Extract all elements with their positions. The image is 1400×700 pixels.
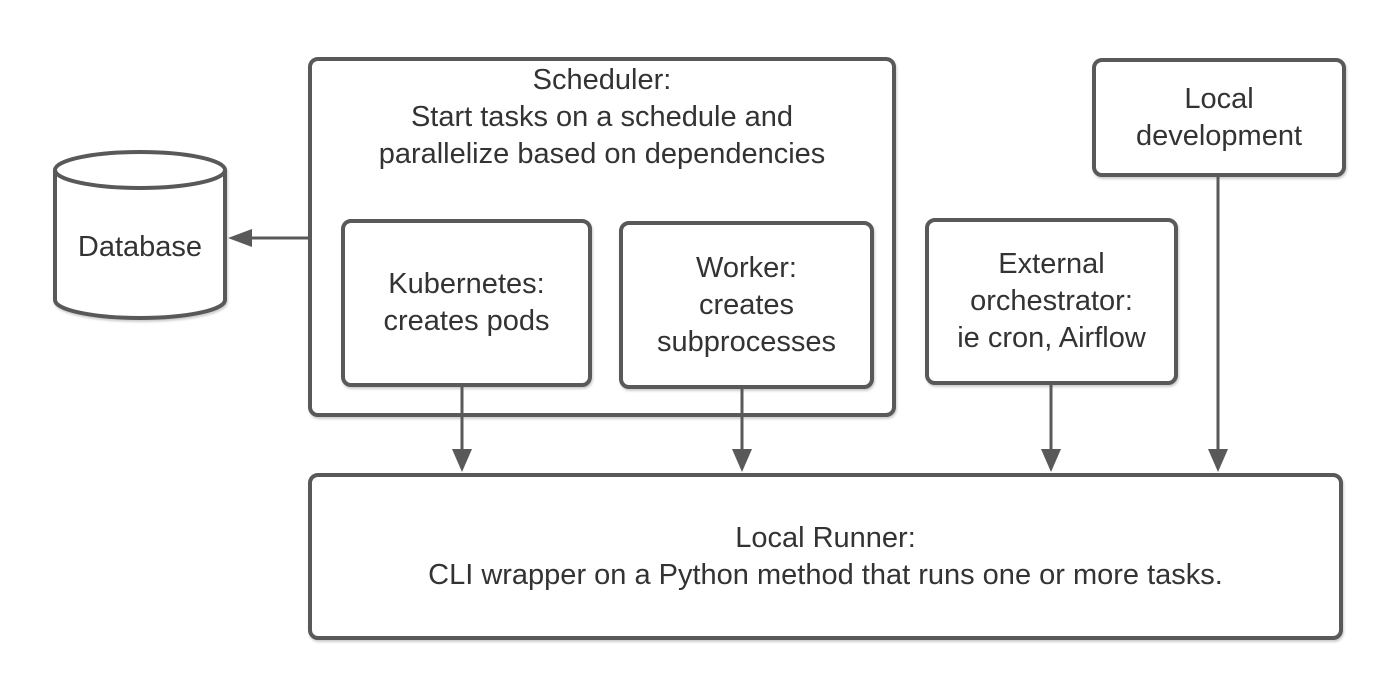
local-development-node: Local development: [1092, 58, 1346, 177]
local-development-label: Local development: [1135, 82, 1303, 152]
database-node: Database: [51, 148, 229, 324]
worker-label: Worker: creates subprocesses: [657, 251, 836, 358]
database-label: Database: [77, 231, 203, 263]
external-orchestrator-label: External orchestrator: ie cron, Airflow: [957, 248, 1146, 354]
worker-node: Worker: creates subprocesses: [619, 221, 874, 389]
scheduler-label: Scheduler: Start tasks on a schedule and…: [378, 64, 826, 170]
local-runner-label: Local Runner: CLI wrapper on a Python me…: [428, 521, 1223, 591]
arrow-external-orchestrator-to-local-runner: [1041, 385, 1061, 472]
kubernetes-node: Kubernetes: creates pods: [341, 219, 592, 387]
local-runner-node: Local Runner: CLI wrapper on a Python me…: [308, 473, 1343, 640]
scheduler-node: Scheduler: Start tasks on a schedule and…: [308, 57, 896, 417]
kubernetes-label: Kubernetes: creates pods: [383, 268, 550, 337]
arrow-local-development-to-local-runner: [1208, 177, 1228, 472]
arrow-scheduler-to-database: [228, 229, 308, 247]
database-cylinder-icon: [53, 150, 227, 320]
external-orchestrator-node: External orchestrator: ie cron, Airflow: [925, 218, 1178, 385]
